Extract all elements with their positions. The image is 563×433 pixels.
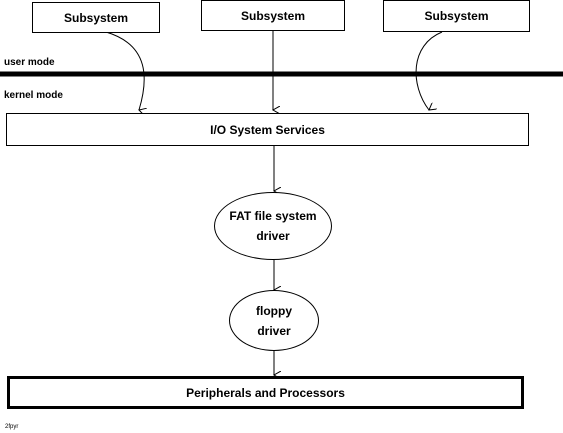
io-system-services-label: I/O System Services [210, 122, 325, 137]
floppy-driver-line-1: floppy [256, 303, 292, 318]
peripherals-and-processors-box: Peripherals and Processors [7, 376, 524, 409]
subsystem-box-2: Subsystem [201, 0, 345, 31]
subsystem-box-1: Subsystem [32, 2, 160, 33]
subsystem-label-1: Subsystem [63, 10, 129, 25]
floppy-driver-line-2: driver [257, 323, 291, 338]
floppy-driver-node: floppy driver [229, 290, 319, 351]
user-mode-label: user mode [4, 57, 55, 68]
subsystem-box-3: Subsystem [383, 0, 530, 32]
footnote-label: 2fpyr [5, 424, 19, 430]
fat-driver-line-1: FAT file system [229, 209, 317, 223]
peripherals-label: Peripherals and Processors [186, 385, 345, 400]
subsystem-label-3: Subsystem [424, 9, 489, 23]
fat-driver-line-2: driver [256, 229, 290, 243]
subsystem-1-arrow [105, 31, 144, 110]
subsystem-label-2: Subsystem [240, 8, 306, 23]
subsystem-3-arrow [415, 31, 443, 110]
kernel-mode-label: kernel mode [4, 90, 63, 101]
fat-file-system-driver-node: FAT file system driver [214, 192, 332, 260]
io-system-services-box: I/O System Services [6, 113, 529, 146]
